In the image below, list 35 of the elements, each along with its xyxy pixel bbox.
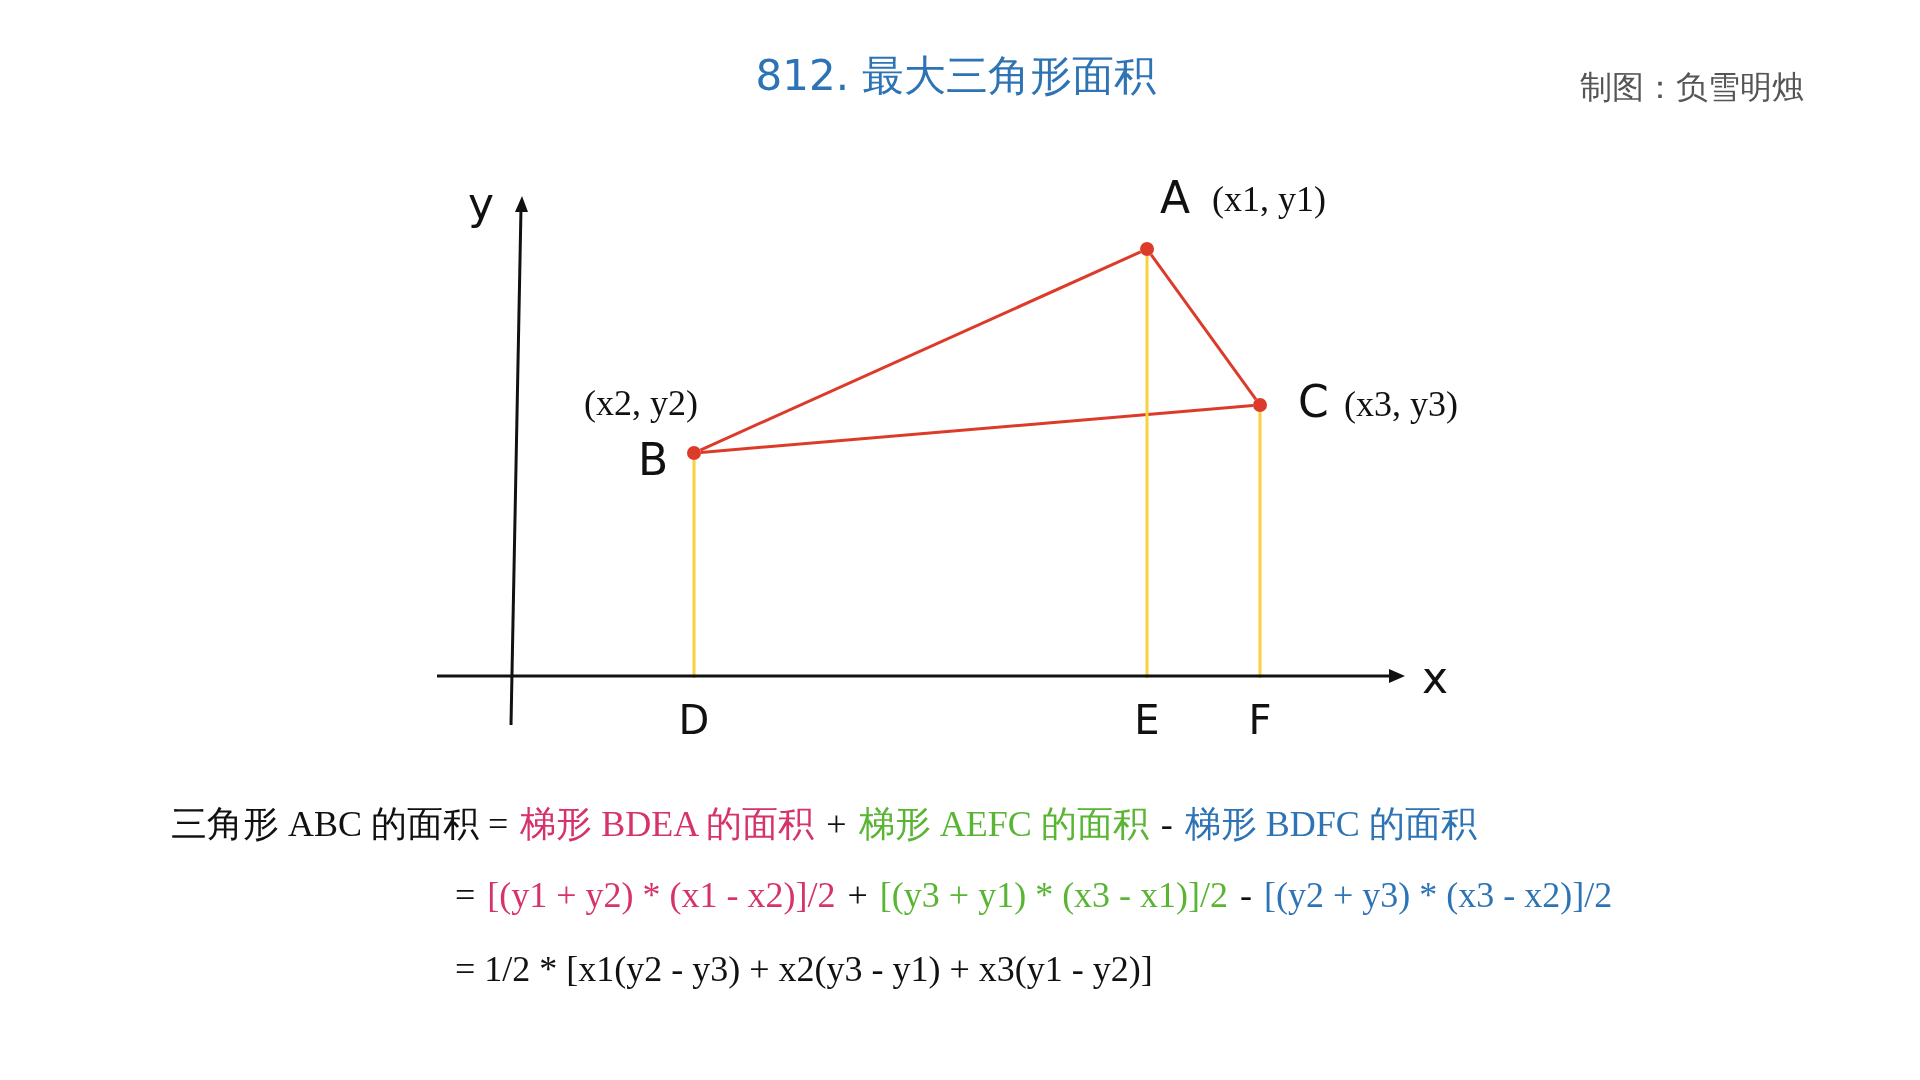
axis-label: y xyxy=(468,178,495,229)
formula-term: + xyxy=(826,803,847,845)
operator: = xyxy=(455,874,476,916)
formula-term: [(y2 + y3) * (x3 - x2)]/2 xyxy=(1264,874,1613,916)
triangle-side xyxy=(700,404,1254,454)
coordinate-label: (x2, y2) xyxy=(584,382,698,424)
point-marker xyxy=(687,446,701,460)
point-marker xyxy=(1253,398,1267,412)
formula-term: [(y3 + y1) * (x3 - x1)]/2 xyxy=(879,874,1229,916)
axis-label: x xyxy=(1422,652,1449,703)
point-label: D xyxy=(678,698,710,742)
title: 812. 最大三角形面积 xyxy=(755,50,1157,102)
drop-line xyxy=(692,460,696,678)
operator: 梯形 BDFC 的面积 xyxy=(1184,803,1477,846)
operator: 梯形 AEFC 的面积 xyxy=(858,803,1149,846)
coordinate-label: (x1, y1) xyxy=(1212,178,1326,220)
point-label: B xyxy=(638,434,669,485)
drop-line xyxy=(1258,412,1262,678)
formula-term: - xyxy=(1160,803,1173,845)
author-credit: 制图：负雪明烛 xyxy=(1580,67,1804,108)
operator: - xyxy=(1240,874,1253,916)
triangle-side xyxy=(1149,253,1258,401)
triangle-side xyxy=(699,250,1142,452)
formula-term: 三角形 ABC 的面积 = xyxy=(171,803,509,846)
point-marker xyxy=(1140,242,1154,256)
operator: 梯形 BDEA 的面积 xyxy=(520,803,815,846)
operator: + xyxy=(847,874,868,916)
formula-term: = 1/2 * [x1(y2 - y3) + x2(y3 - y1) + x3(y1 - y2)] xyxy=(455,948,1153,990)
point-label: E xyxy=(1134,698,1160,742)
formula-term: [(y1 + y2) * (x1 - x2)]/2 xyxy=(487,874,836,916)
point-label: A xyxy=(1160,172,1191,223)
coordinate-label: (x3, y3) xyxy=(1344,383,1458,425)
drop-line xyxy=(1145,256,1149,678)
point-label: F xyxy=(1248,698,1272,742)
point-label: C xyxy=(1298,376,1329,427)
